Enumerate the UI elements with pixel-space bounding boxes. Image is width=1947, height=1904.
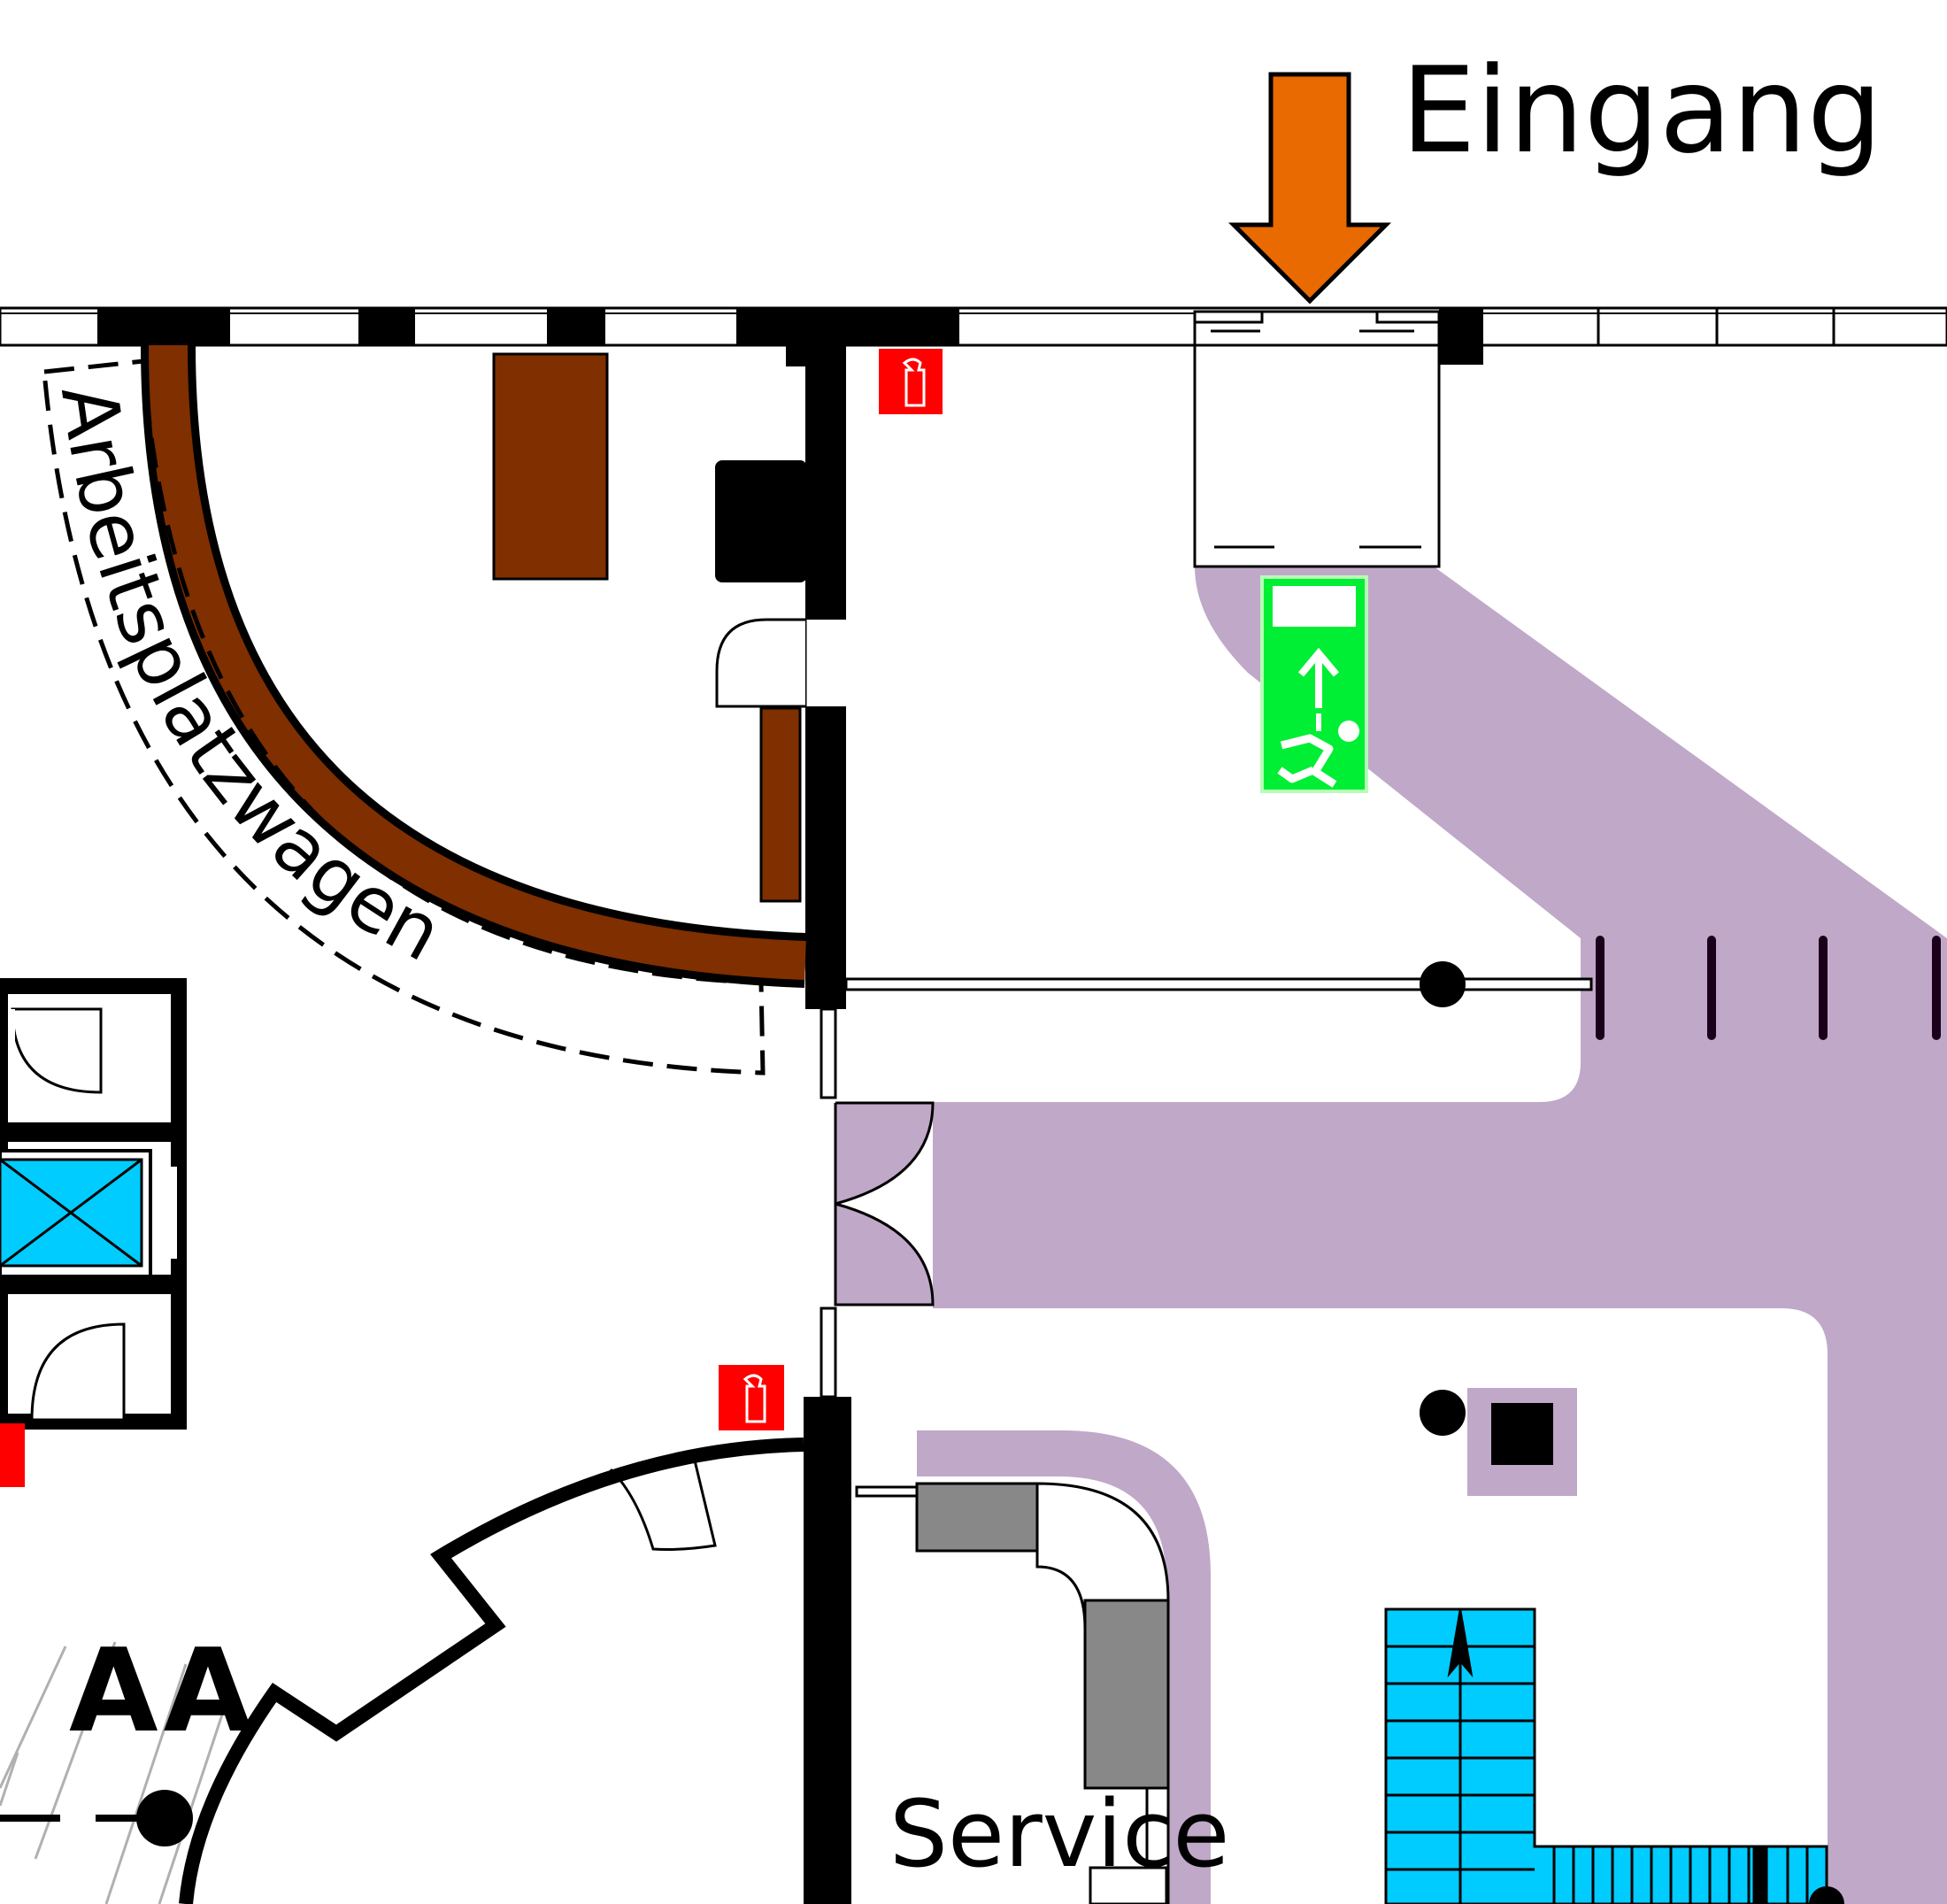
columns — [1420, 961, 1553, 1465]
entrance-arrow-icon — [1227, 72, 1392, 304]
room-aa — [0, 1438, 804, 1904]
elevator-icon — [0, 1158, 143, 1268]
workstation-cart-area — [42, 358, 766, 1075]
fire-extinguisher-icon — [879, 349, 943, 414]
stairs-icon — [1384, 1607, 1828, 1904]
room-code-label: AA — [69, 1623, 258, 1758]
service-label: Service — [889, 1780, 1229, 1888]
stair-marker — [1809, 1886, 1844, 1904]
elevator-block — [0, 978, 187, 1430]
double-door — [834, 1101, 935, 1307]
emergency-exit-icon — [1260, 575, 1368, 793]
entrance-label: Eingang — [1401, 42, 1882, 180]
workstation-room — [141, 344, 807, 988]
fire-extinguisher-icon — [719, 1365, 784, 1430]
service-counter — [915, 1482, 1170, 1904]
entrance-vestibule — [1193, 310, 1441, 568]
fire-extinguisher-icon — [0, 1423, 25, 1487]
interior-walls — [786, 343, 851, 1904]
exterior-wall — [0, 306, 1947, 365]
bollards — [1596, 936, 1941, 1040]
